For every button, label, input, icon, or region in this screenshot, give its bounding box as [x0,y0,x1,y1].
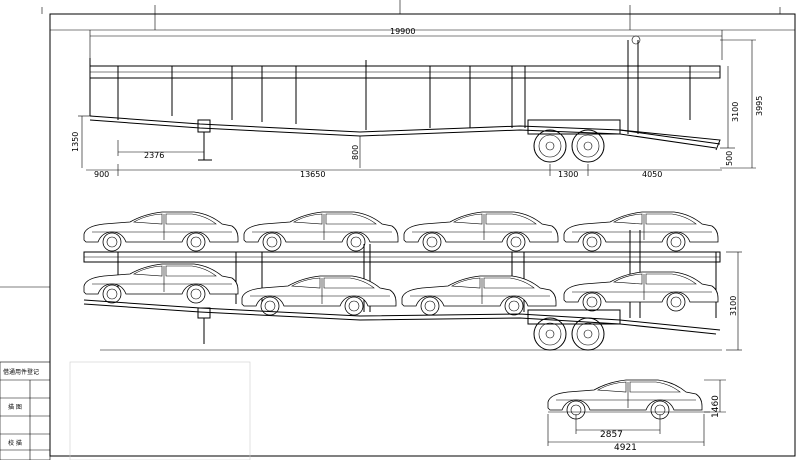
dim-car-height: 1460 [711,395,721,418]
dim-mid-height: 800 [351,145,360,160]
dim-front-overhang: 900 [94,170,109,179]
title-block: 借通用件登记 描 图 校 描 [0,361,251,461]
dim-car-length: 4921 [614,443,637,453]
dim-kingpin-offset: 2376 [144,151,164,160]
title-block-row2: 描 图 [8,403,22,411]
dim-wheelbase: 13650 [300,170,325,179]
title-block-row1: 借通用件登记 [3,368,39,376]
title-block-row3: 校 描 [8,439,22,447]
side-view: 19900 [71,27,764,179]
dim-loaded-deck-height: 3100 [729,296,738,316]
loaded-view: 3100 [83,211,742,351]
dim-axle-spacing: 1300 [558,170,578,179]
car-detail: 1460 2857 4921 [547,379,726,453]
dim-car-wheelbase: 2857 [600,430,623,440]
dim-overall-length: 19900 [390,27,415,36]
dim-front-height: 1350 [71,132,80,152]
drawing-border [49,13,796,457]
dim-rear-overhang: 4050 [642,170,662,179]
dim-wheel-radius: 500 [725,151,734,166]
dim-overall-height: 3995 [755,96,764,116]
dim-deck-height: 3100 [731,102,740,122]
